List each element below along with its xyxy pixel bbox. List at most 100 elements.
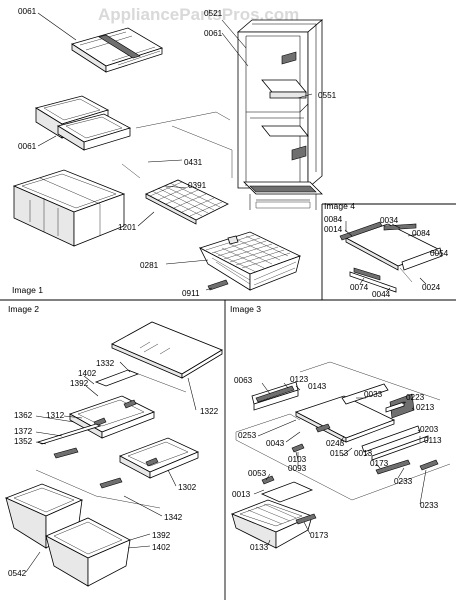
part-label-1392-bottom: 1392 [152, 531, 171, 540]
upper-tray-part [69, 395, 155, 439]
part-label-1372: 1372 [14, 427, 33, 436]
part-label-0014: 0014 [324, 225, 343, 234]
part-label-0911: 0911 [182, 289, 200, 298]
outline-rail-2 [121, 163, 141, 179]
part-label-0233-a: 0233 [394, 477, 413, 486]
lower-tray-part [119, 437, 199, 479]
divider-part [36, 423, 102, 445]
part-label-0143: 0143 [308, 382, 327, 391]
part-label-0024: 0024 [422, 283, 441, 292]
watermark-text: AppliancePartsPros.com [98, 5, 299, 24]
outline-rail-3 [171, 125, 233, 178]
part-label-1352: 1352 [14, 437, 33, 446]
refrigerator-cabinet [236, 19, 324, 210]
part-label-0033: 0033 [364, 390, 383, 399]
part-label-0034: 0034 [380, 216, 399, 225]
part-label-0063: 0063 [234, 376, 253, 385]
shelf-outline-2 [299, 361, 441, 401]
part-label-1342: 1342 [164, 513, 183, 522]
right-rail-assembly [341, 383, 415, 419]
part-label-0044: 0044 [372, 290, 391, 299]
meat-drawer-part [230, 499, 314, 549]
drawer-cover-part [260, 481, 314, 503]
left-rail-part [53, 447, 79, 459]
part-label-0113: 0113 [424, 436, 442, 445]
top-shelf-part [71, 27, 163, 73]
part-label-0281: 0281 [140, 261, 159, 270]
part-label-0243: 0243 [326, 439, 345, 448]
part-label-0061-mid: 0061 [18, 142, 37, 151]
part-label-0173-b: 0173 [310, 531, 329, 540]
image4-title: Image 4 [324, 201, 355, 211]
part-label-0203: 0203 [420, 425, 439, 434]
outline-rail [135, 111, 231, 129]
part-label-1201: 1201 [118, 223, 137, 232]
part-label-1302: 1302 [178, 483, 197, 492]
panel-borders [0, 203, 456, 600]
front-trim-rail [127, 369, 187, 393]
part-label-0061-cabinet: 0061 [204, 29, 223, 38]
part-label-0213: 0213 [416, 403, 435, 412]
part-label-1392-top: 1392 [70, 379, 89, 388]
part-label-0233-b: 0233 [420, 501, 439, 510]
image1-leaders [37, 12, 313, 291]
clip-part [291, 443, 305, 453]
image4-panel: Image 4 0084 0014 0034 0084 0054 0074 00 [324, 201, 449, 299]
part-label-0223: 0223 [406, 393, 425, 402]
glass-cover-part [111, 321, 223, 379]
part-label-1332: 1332 [96, 359, 115, 368]
part-label-0133: 0133 [250, 543, 269, 552]
image2-title: Image 2 [8, 304, 39, 314]
drawer-stop-part [261, 475, 275, 485]
part-label-0391: 0391 [188, 181, 207, 190]
crisper-bin-right [45, 517, 131, 587]
part-label-0043: 0043 [266, 439, 285, 448]
clip-part-2 [315, 423, 331, 433]
part-label-0013-a: 0013 [354, 449, 373, 458]
part-label-1312: 1312 [46, 411, 65, 420]
part-label-0013-b: 0013 [232, 490, 251, 499]
part-label-1402-bottom: 1402 [152, 543, 171, 552]
part-label-0123: 0123 [290, 375, 309, 384]
part-label-1322: 1322 [200, 407, 219, 416]
crisper-drawer-part [34, 95, 132, 151]
part-label-0084-b: 0084 [412, 229, 431, 238]
image1-title: Image 1 [12, 285, 43, 295]
part-label-0431: 0431 [184, 158, 203, 167]
slide-part [99, 477, 123, 489]
part-label-0053: 0053 [248, 469, 267, 478]
part-label-1362: 1362 [14, 411, 33, 420]
part-label-0061-top: 0061 [18, 7, 37, 16]
image1-panel: 0061 0521 0061 0551 0061 0431 0391 1201 … [12, 7, 337, 298]
image3-title: Image 3 [230, 304, 261, 314]
bottom-drawer-part [12, 169, 126, 247]
part-label-0253: 0253 [238, 431, 257, 440]
part-label-0074: 0074 [350, 283, 369, 292]
image3-leaders [253, 382, 427, 546]
shelf-outline [235, 413, 451, 501]
image3-panel: Image 3 [230, 304, 451, 552]
part-label-0542: 0542 [8, 569, 27, 578]
door-shelf-assembly [339, 221, 443, 293]
wire-basket-part [198, 231, 302, 291]
part-label-0173-a: 0173 [370, 459, 389, 468]
front-trim-part [94, 369, 140, 387]
front-trim-assembly [361, 425, 439, 475]
image2-leaders [25, 361, 197, 573]
crisper-bin-left [4, 483, 84, 549]
part-label-0093: 0093 [288, 464, 307, 473]
part-label-0551: 0551 [318, 91, 337, 100]
part-label-0084-a: 0084 [324, 215, 343, 224]
part-label-0521: 0521 [204, 9, 223, 18]
left-rail-assembly [251, 381, 299, 411]
image4-leaders [344, 221, 441, 293]
part-label-0153: 0153 [330, 449, 349, 458]
wire-shelf-part [145, 179, 229, 225]
drawer-slide-part [295, 513, 317, 525]
part-label-1402-top: 1402 [78, 369, 97, 378]
part-label-0103: 0103 [288, 455, 307, 464]
part-label-0054: 0054 [430, 249, 449, 258]
image2-panel: Image 2 [4, 304, 223, 587]
